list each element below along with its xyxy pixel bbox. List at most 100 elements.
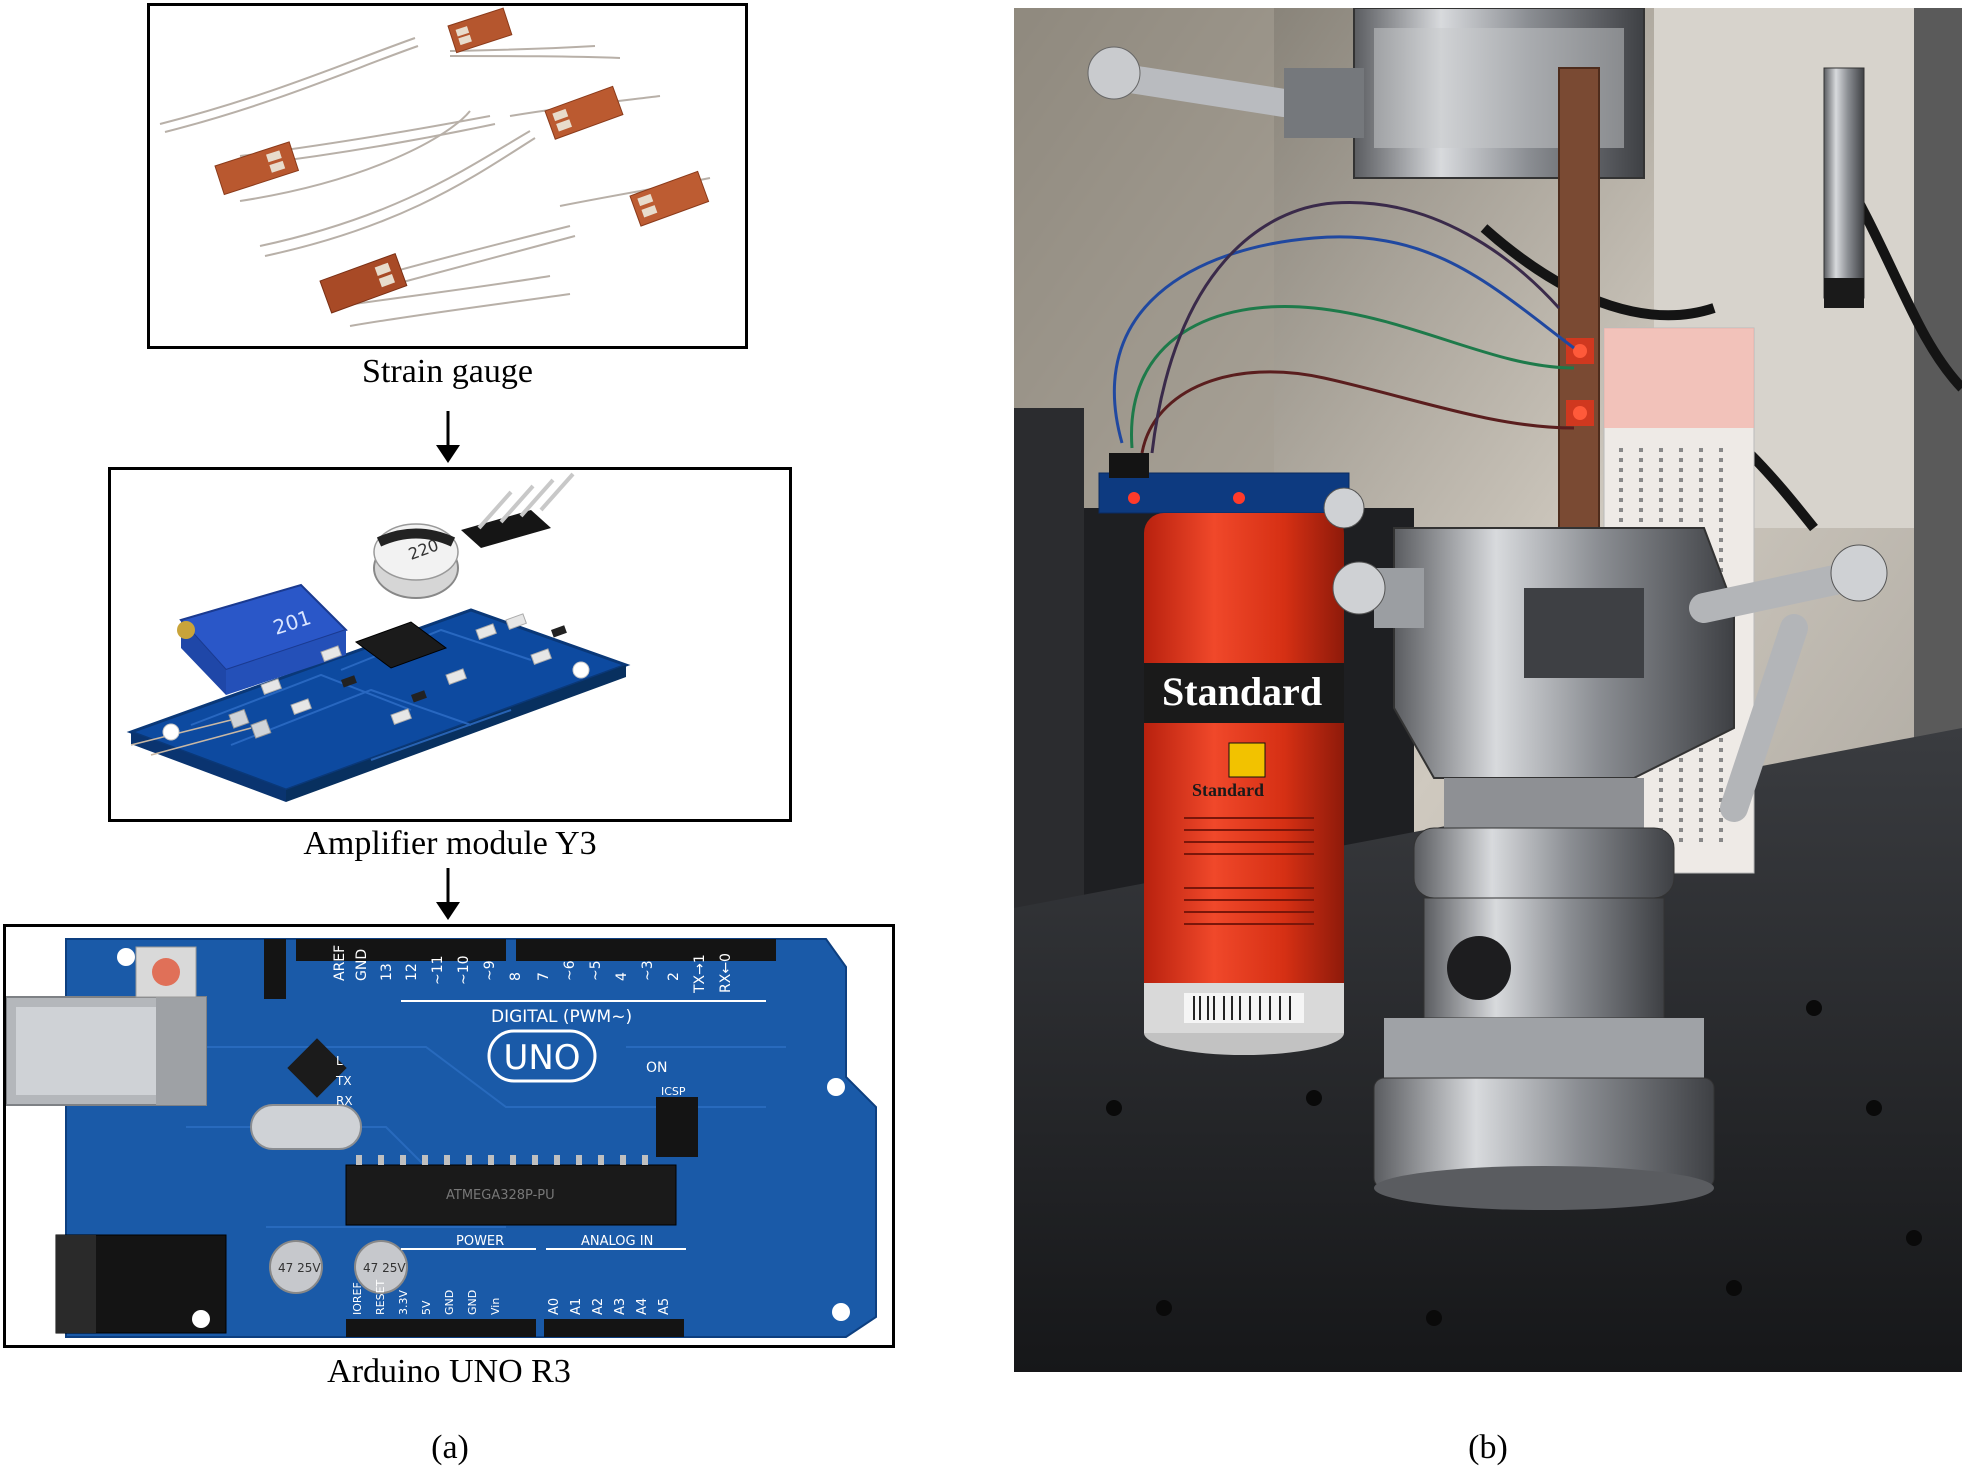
breadboard-hole [1639, 458, 1643, 462]
breadboard-hole [1719, 488, 1723, 492]
breadboard-hole [1659, 798, 1663, 802]
breadboard-hole [1719, 738, 1723, 742]
breadboard-hole [1699, 488, 1703, 492]
arduino-illustration: 47 25V 47 25V GND AREF 13 12 ~11 ~10 ~9 … [6, 927, 892, 1345]
breadboard-hole [1639, 508, 1643, 512]
breadboard-hole [1659, 508, 1663, 512]
breadboard-hole [1719, 458, 1723, 462]
capacitor: 220 [373, 523, 459, 599]
l-label: L [336, 1054, 343, 1068]
power-pin-labels: IOREF RESET 3.3V 5V GND GND Vin [351, 1279, 502, 1315]
breadboard-hole [1679, 778, 1683, 782]
breadboard-hole [1719, 568, 1723, 572]
breadboard-hole [1619, 498, 1623, 502]
breadboard-hole [1679, 838, 1683, 842]
atmega-chip: ATMEGA328P-PU [345, 1155, 677, 1226]
breadboard-hole [1679, 468, 1683, 472]
svg-text:~11: ~11 [430, 955, 446, 985]
strain-gauge-illustration [150, 6, 745, 346]
tx-label: TX [335, 1074, 352, 1088]
svg-text:RESET: RESET [374, 1279, 387, 1315]
breadboard-hole [1619, 478, 1623, 482]
breadboard-hole [1719, 448, 1723, 452]
breadboard-hole [1699, 508, 1703, 512]
breadboard-hole [1719, 758, 1723, 762]
svg-text:7: 7 [536, 972, 552, 981]
svg-text:5V: 5V [420, 1300, 433, 1315]
svg-text:ATMEGA328P-PU: ATMEGA328P-PU [446, 1188, 555, 1203]
on-label: ON [646, 1060, 668, 1076]
svg-text:A1: A1 [569, 1298, 584, 1315]
breadboard-hole [1659, 498, 1663, 502]
breadboard-hole [1719, 558, 1723, 562]
svg-text:12: 12 [404, 963, 420, 981]
panel-a-label: (a) [431, 1429, 469, 1466]
svg-text:A5: A5 [657, 1298, 672, 1315]
svg-text:Standard: Standard [1192, 780, 1264, 800]
potentiometer: 201 [177, 583, 348, 695]
analog-label: ANALOG IN [581, 1234, 653, 1249]
svg-text:Standard: Standard [1162, 669, 1322, 714]
breadboard-hole [1659, 518, 1663, 522]
flow-arrow-2 [436, 868, 460, 920]
svg-text:GND: GND [443, 1290, 456, 1315]
strain-gauge-image [147, 3, 748, 349]
caption-amplifier-module: Amplifier module Y3 [303, 825, 597, 862]
red-can: Standard Standard [1144, 513, 1344, 1055]
arduino-uno-image: 47 25V 47 25V GND AREF 13 12 ~11 ~10 ~9 … [3, 924, 895, 1348]
breadboard-hole [1719, 508, 1723, 512]
svg-text:~6: ~6 [562, 960, 578, 981]
breadboard-hole [1619, 468, 1623, 472]
svg-text:13: 13 [379, 963, 395, 981]
rx-label: RX [336, 1094, 353, 1108]
breadboard-hole [1699, 448, 1703, 452]
breadboard-hole [1719, 828, 1723, 832]
svg-text:2: 2 [666, 972, 682, 981]
svg-text:TX→1: TX→1 [692, 954, 708, 994]
specimen-strip [1558, 67, 1600, 599]
breadboard-hole [1659, 768, 1663, 772]
breadboard-hole [1679, 828, 1683, 832]
breadboard-hole [1719, 548, 1723, 552]
breadboard-hole [1699, 828, 1703, 832]
breadboard-hole [1659, 788, 1663, 792]
breadboard-hole [1699, 498, 1703, 502]
breadboard-hole [1699, 518, 1703, 522]
svg-text:4: 4 [614, 972, 630, 981]
panel-b-label: (b) [1468, 1429, 1508, 1466]
amplifier-module-image: 201 220 [108, 467, 792, 822]
connecting-wires [1112, 200, 1575, 454]
breadboard-hole [1699, 818, 1703, 822]
breadboard-hole [1699, 808, 1703, 812]
setup-illustration: Standard Standard [1014, 8, 1962, 1372]
breadboard-hole [1639, 448, 1643, 452]
breadboard-hole [1659, 488, 1663, 492]
svg-text:AREF: AREF [332, 945, 348, 981]
svg-text:A2: A2 [591, 1298, 606, 1315]
breadboard-hole [1679, 518, 1683, 522]
breadboard-hole [1699, 798, 1703, 802]
breadboard-hole [1679, 488, 1683, 492]
breadboard-hole [1679, 808, 1683, 812]
breadboard-hole [1679, 758, 1683, 762]
breadboard-hole [1679, 478, 1683, 482]
breadboard-hole [1679, 818, 1683, 822]
breadboard-hole [1719, 778, 1723, 782]
caption-strain-gauge: Strain gauge [362, 353, 533, 390]
breadboard-hole [1639, 478, 1643, 482]
svg-text:UNO: UNO [503, 1038, 580, 1078]
header-pins [461, 472, 575, 548]
strain-gauge-foils [214, 7, 710, 314]
breadboard-hole [1659, 808, 1663, 812]
analog-pin-labels: A0 A1 A2 A3 A4 A5 [547, 1298, 672, 1315]
svg-text:~9: ~9 [482, 960, 498, 981]
svg-text:RX←0: RX←0 [718, 953, 734, 993]
breadboard-hole [1699, 458, 1703, 462]
breadboard-hole [1619, 518, 1623, 522]
flow-arrow-1 [436, 411, 460, 463]
breadboard-hole [1659, 448, 1663, 452]
breadboard-hole [1719, 468, 1723, 472]
breadboard-hole [1679, 458, 1683, 462]
breadboard-hole [1659, 818, 1663, 822]
usb-connector [6, 996, 207, 1106]
